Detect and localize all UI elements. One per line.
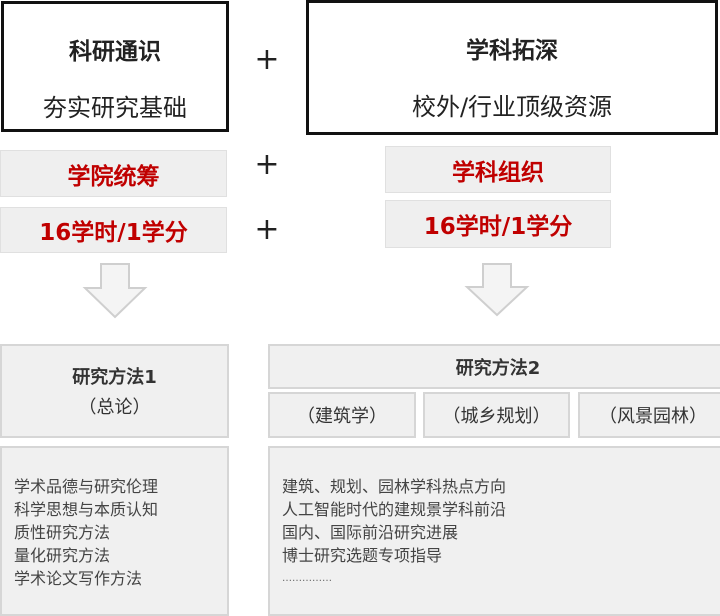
topic-item: 学术论文写作方法 [14,569,143,588]
topic-item: 博士研究选题专项指导 [282,546,443,565]
general-research-subtitle: 夯实研究基础 [43,94,187,122]
topic-item: 国内、国际前沿研究进展 [282,523,459,542]
ellipsis: …………… [282,573,332,584]
discipline-organization-band: 学科组织 [385,146,611,193]
left-credits-band: 16学时/1学分 [0,207,227,253]
topic-item: 量化研究方法 [14,546,111,565]
plus-sign: + [254,212,280,247]
topic-item: 科学思想与本质认知 [14,500,159,519]
topic-item: 建筑、规划、园林学科热点方向 [282,477,507,496]
research-method-1-title: 研究方法1 [72,367,157,388]
down-arrow-icon [464,263,530,317]
discipline-deepening-title: 学科拓深 [466,38,558,64]
research-method-1-subtitle: （总论） [78,397,151,418]
general-research-box: 科研通识 夯实研究基础 [1,1,229,132]
discipline-deepening-subtitle: 校外/行业顶级资源 [411,93,613,121]
topic-item: 质性研究方法 [14,523,111,542]
research-method-2-header: 研究方法2 [268,344,720,389]
topic-item: 人工智能时代的建规景学科前沿 [282,500,507,519]
research-method-2-topics: 建筑、规划、园林学科热点方向 人工智能时代的建规景学科前沿 国内、国际前沿研究进… [268,446,720,616]
right-credits-band: 16学时/1学分 [385,200,611,248]
discipline-landscape: （风景园林） [578,392,720,438]
research-method-1-header: 研究方法1 （总论） [0,344,229,438]
discipline-deepening-box: 学科拓深 校外/行业顶级资源 [306,0,718,135]
plus-sign: + [254,147,280,182]
discipline-architecture: （建筑学） [268,392,416,438]
discipline-urban-planning: （城乡规划） [423,392,570,438]
plus-sign: + [254,42,280,77]
college-coordination-band: 学院统筹 [0,150,227,197]
topic-item: 学术品德与研究伦理 [14,477,159,496]
research-method-1-topics: 学术品德与研究伦理 科学思想与本质认知 质性研究方法 量化研究方法 学术论文写作… [0,446,229,616]
research-method-2-title: 研究方法2 [455,357,541,379]
down-arrow-icon [82,263,148,319]
general-research-title: 科研通识 [69,39,161,65]
